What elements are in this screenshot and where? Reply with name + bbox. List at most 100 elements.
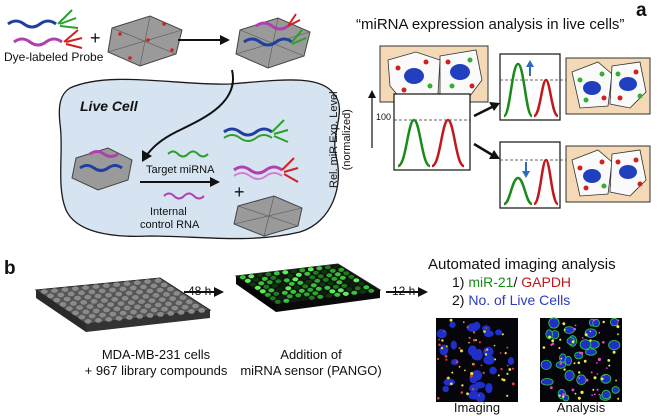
well: [119, 310, 127, 316]
well: [317, 294, 324, 299]
cell-complex-icon: [71, 147, 133, 191]
well: [283, 278, 290, 283]
spot: [600, 377, 604, 381]
well: [285, 286, 292, 291]
spot: [449, 318, 453, 322]
item2-prefix: 2): [452, 292, 469, 308]
expression-plot-down: [499, 141, 630, 209]
control-rna-label-2: control RNA: [140, 219, 200, 231]
nucleus: [609, 317, 619, 327]
well: [84, 294, 92, 300]
well: [144, 279, 152, 284]
cell-image-top: [379, 45, 489, 103]
spot: [602, 320, 605, 324]
spot: [466, 392, 469, 396]
nucleus: [592, 318, 600, 328]
well: [121, 296, 129, 301]
well: [312, 291, 319, 296]
cell-image-up: [565, 57, 651, 115]
item2-live-cells: No. of Live Cells: [468, 292, 571, 308]
spot: [470, 372, 474, 376]
well: [163, 292, 170, 297]
spot: [494, 358, 497, 361]
well: [341, 283, 348, 288]
nucleus: [564, 370, 575, 381]
spot: [591, 394, 594, 396]
well: [123, 305, 131, 311]
spot: [562, 395, 565, 398]
spot: [571, 388, 575, 392]
well: [92, 308, 100, 314]
panel-b-letter: b: [4, 258, 16, 279]
well: [53, 297, 61, 303]
well: [239, 275, 246, 280]
spot: [571, 340, 575, 343]
spot: [593, 393, 596, 396]
item1-gapdh: GAPDH: [521, 274, 572, 290]
automated-analysis-title: Automated imaging analysis: [428, 256, 616, 273]
well: [263, 284, 270, 289]
nucleus: [579, 339, 592, 350]
caption-sensor: Addition of miRNA sensor (PANGO): [236, 347, 386, 379]
well: [353, 278, 360, 283]
nucleus: [576, 374, 587, 385]
nucleus: [507, 357, 515, 366]
well: [324, 285, 331, 290]
well: [84, 319, 92, 324]
well: [138, 299, 146, 304]
well: [101, 298, 108, 303]
well: [266, 280, 273, 285]
spot: [468, 341, 470, 344]
spot: [463, 321, 465, 323]
well: [171, 305, 179, 311]
well: [99, 312, 106, 318]
target-mirna-label: Target miRNA: [146, 164, 215, 176]
well: [312, 270, 319, 275]
well: [304, 271, 311, 276]
well: [136, 289, 143, 295]
spot: [504, 352, 507, 355]
well: [258, 281, 265, 286]
well: [146, 288, 154, 294]
spot: [500, 367, 503, 371]
well: [134, 304, 141, 310]
cell-image-down: [565, 145, 651, 203]
well: [188, 309, 195, 314]
well: [109, 311, 117, 317]
spot: [581, 337, 584, 339]
well: [125, 290, 133, 296]
spot: [593, 319, 596, 322]
imaging-micrograph: [436, 318, 518, 403]
caption-cells-compounds: MDA-MB-231 cells + 967 library compounds: [66, 347, 246, 379]
well: [265, 272, 272, 277]
analysis-item-1: 1) miR-21/ GAPDH: [452, 274, 571, 290]
spot: [437, 397, 440, 400]
well: [175, 300, 183, 306]
well: [253, 277, 260, 282]
time-12h: 12 h: [392, 284, 416, 298]
spot: [578, 377, 581, 379]
plus-sign-2: +: [234, 182, 245, 202]
panel-b-graphics: [34, 263, 622, 403]
nucleus: [442, 385, 449, 393]
well: [305, 279, 312, 284]
nucleus: [540, 378, 554, 386]
well: [317, 274, 324, 279]
well: [293, 285, 300, 290]
well: [65, 306, 73, 311]
spot: [593, 376, 597, 380]
well: [334, 272, 341, 277]
well: [96, 303, 104, 308]
well: [82, 285, 89, 290]
spot: [480, 364, 483, 367]
item1-sep: /: [513, 274, 522, 290]
well: [320, 290, 327, 295]
well: [307, 267, 314, 272]
well: [67, 291, 75, 297]
well: [63, 296, 71, 302]
spot: [580, 390, 584, 394]
well: [268, 288, 275, 293]
nucleus: [449, 321, 456, 328]
spot: [447, 376, 450, 380]
well: [133, 280, 141, 285]
